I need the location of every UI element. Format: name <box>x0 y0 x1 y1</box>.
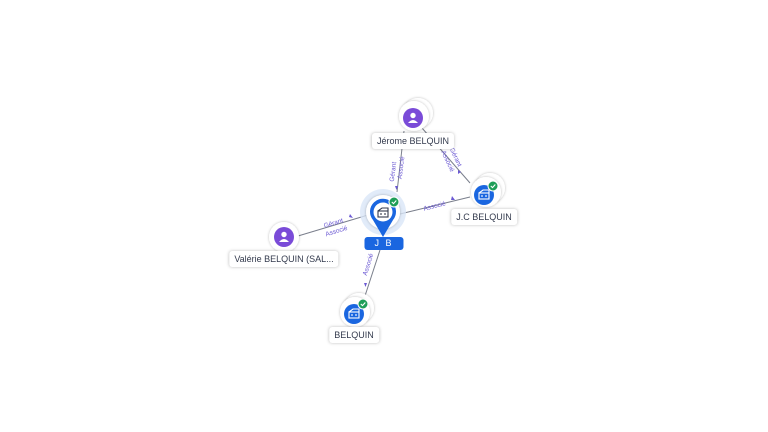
verified-check-icon <box>357 298 369 310</box>
person-icon <box>408 112 418 123</box>
arrow-icon <box>395 186 398 190</box>
arrow-icon <box>458 170 461 174</box>
building-icon <box>377 207 389 218</box>
node-label-valerie[interactable]: Valérie BELQUIN (SAL... <box>229 251 339 267</box>
arrow-icon <box>451 196 455 200</box>
node-label-jc[interactable]: J.C BELQUIN <box>451 209 517 225</box>
verified-check-icon <box>487 180 499 192</box>
center-node-label[interactable]: J B <box>364 237 404 250</box>
arrow-icon <box>364 283 367 287</box>
edge-label-belquin-associe: Associé <box>362 252 375 276</box>
edge-arrows <box>349 170 461 287</box>
edge-label-jerome-gerant: Gérant <box>389 161 398 182</box>
edge-center-jc <box>399 196 471 215</box>
building-icon <box>478 189 490 200</box>
edge-label-jerome-associe: Associé <box>397 156 407 180</box>
node-jc[interactable] <box>471 173 505 207</box>
node-belquin[interactable] <box>340 293 374 327</box>
building-icon <box>348 308 360 319</box>
person-icon <box>279 231 289 242</box>
edge-valerie-center <box>297 214 369 237</box>
verified-check-icon <box>388 196 400 208</box>
node-label-jerome[interactable]: Jérome BELQUIN <box>371 133 455 149</box>
arrow-icon <box>349 214 353 218</box>
edge-center-belquin <box>362 249 381 303</box>
node-center[interactable] <box>360 189 406 237</box>
node-jerome[interactable] <box>399 98 433 131</box>
node-label-belquin[interactable]: BELQUIN <box>329 327 379 343</box>
node-valerie[interactable] <box>269 222 299 252</box>
edge-label-jc-associe: Associé <box>423 200 447 212</box>
